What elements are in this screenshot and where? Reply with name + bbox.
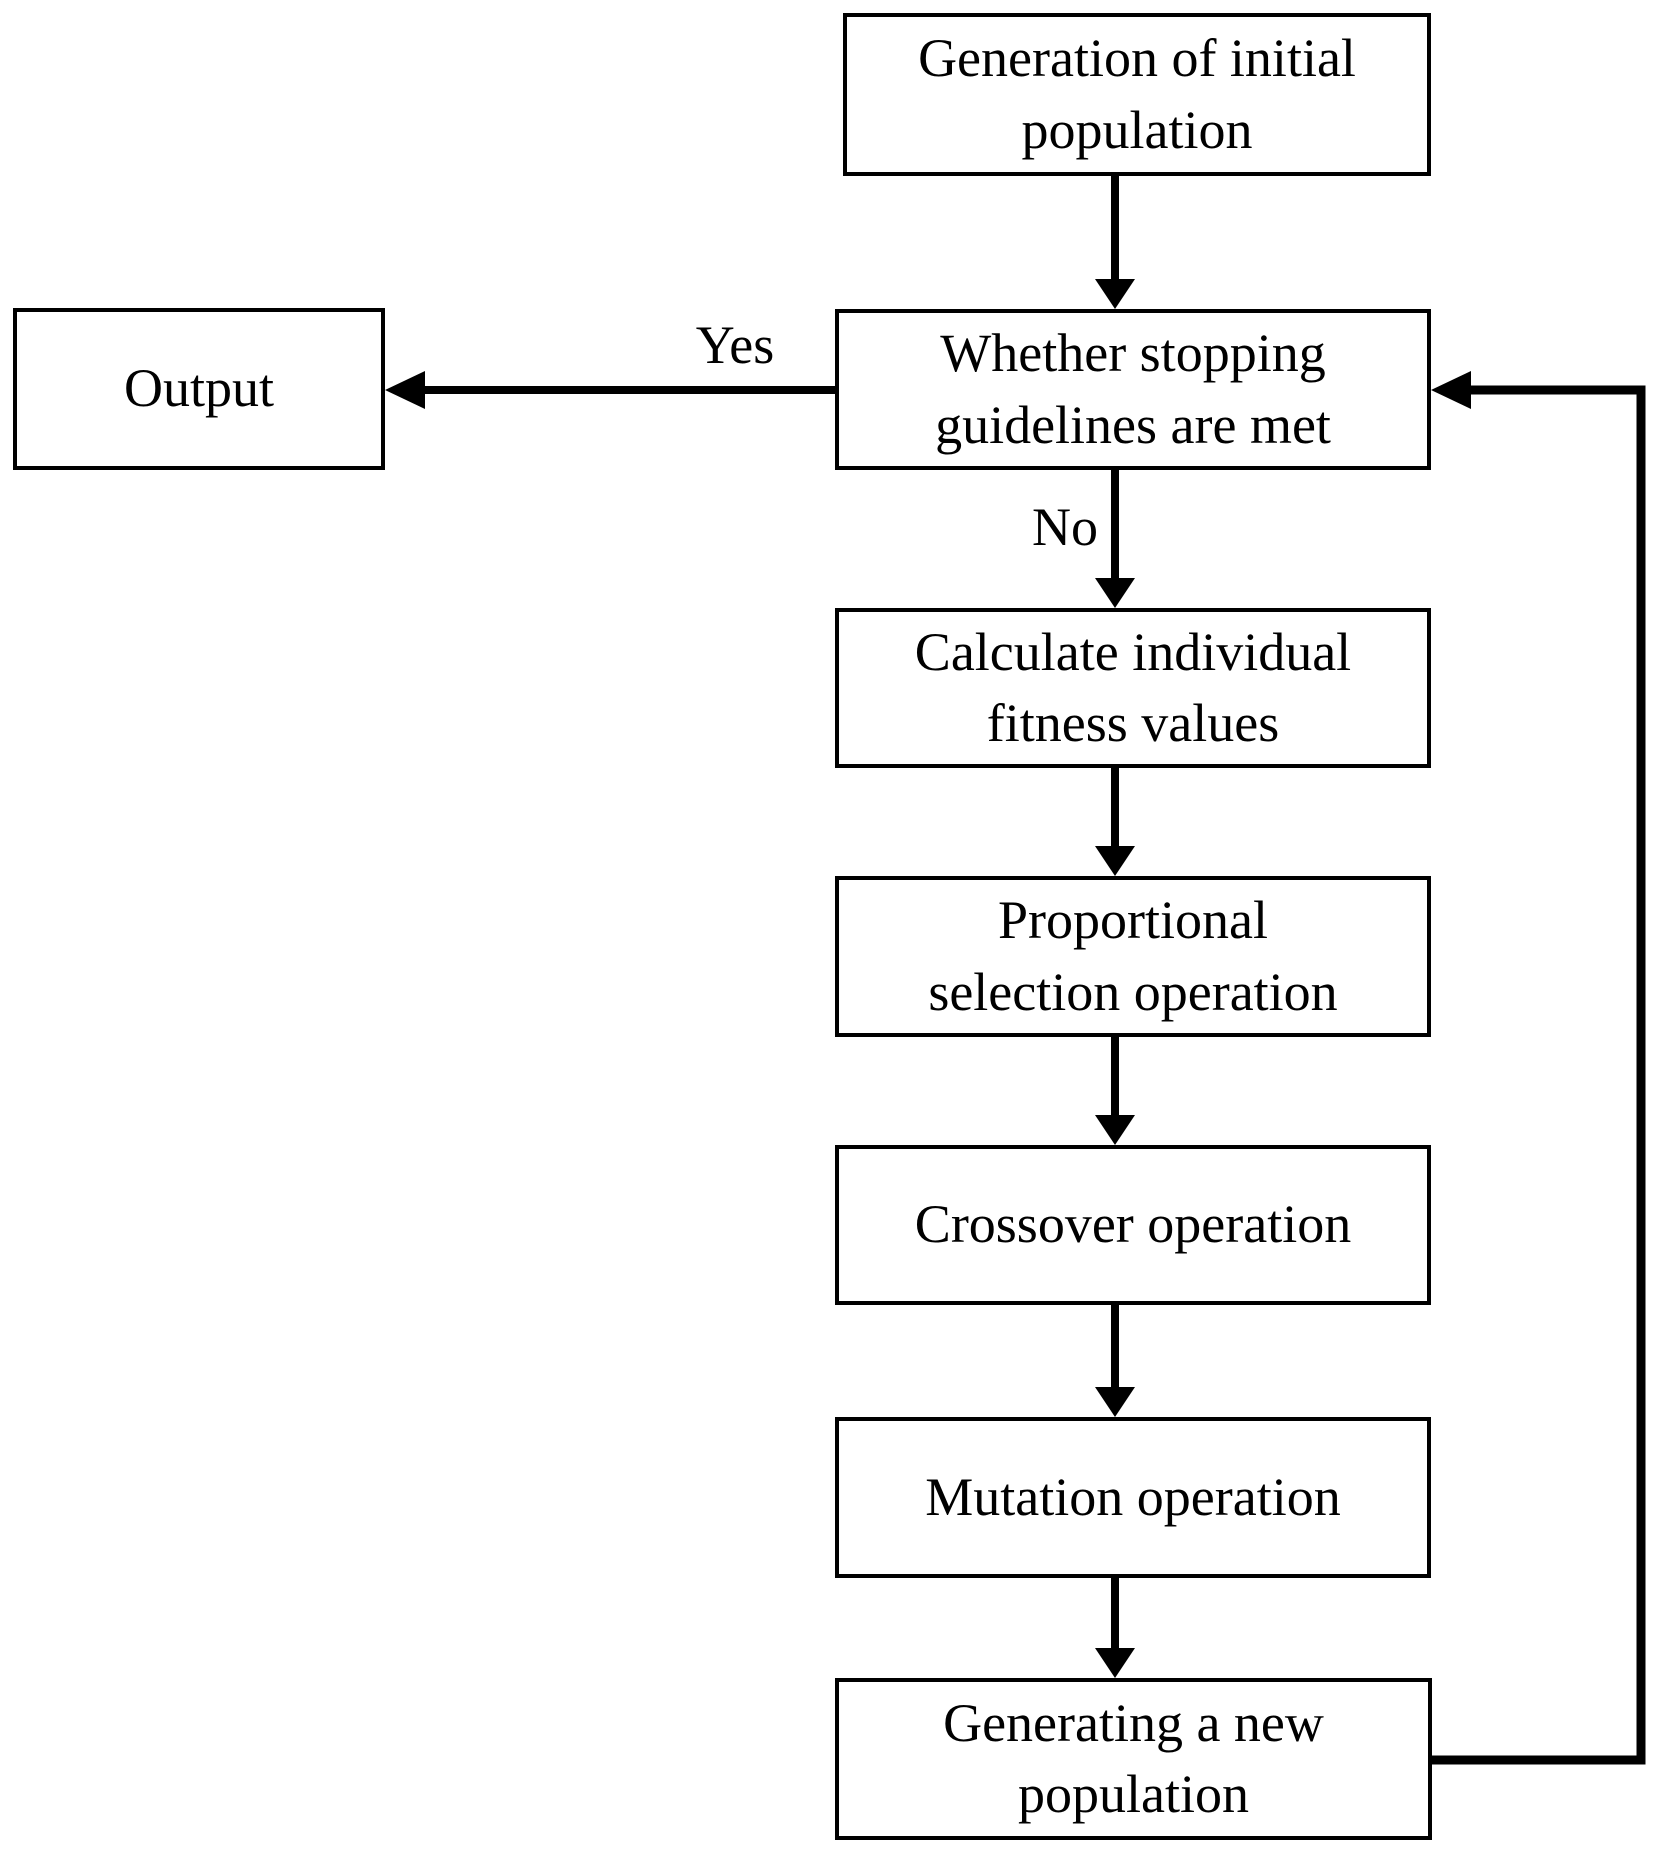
- edge-label-yes: Yes: [695, 315, 775, 375]
- connector-crossover-to-mutation: [1095, 1305, 1135, 1417]
- node-label: Mutation operation: [925, 1466, 1341, 1527]
- connector-selection-to-crossover: [1095, 1037, 1135, 1145]
- arrowhead-down-icon: [1095, 1648, 1135, 1678]
- arrowhead-down-icon: [1095, 1115, 1135, 1145]
- arrowhead-down-icon: [1095, 1387, 1135, 1417]
- node-generation-initial-population: Generation of initial population: [843, 13, 1431, 176]
- connector-mutation-to-newpop: [1095, 1578, 1135, 1678]
- node-label: Calculate individual fitness values: [914, 621, 1352, 753]
- connector-no-branch: [1095, 470, 1135, 608]
- arrowhead-down-icon: [1095, 279, 1135, 309]
- node-label: Generation of initial population: [918, 28, 1356, 160]
- node-mutation: Mutation operation: [835, 1417, 1431, 1578]
- arrowhead-left-icon: [1431, 371, 1471, 409]
- node-calculate-fitness: Calculate individual fitness values: [835, 608, 1431, 768]
- connector-fitness-to-selection: [1095, 768, 1135, 876]
- connector-yes-branch: [385, 371, 835, 409]
- arrowhead-down-icon: [1095, 578, 1135, 608]
- connector-feedback-loop: [1431, 371, 1646, 1765]
- node-label: Crossover operation: [914, 1194, 1352, 1255]
- arrowhead-left-icon: [385, 371, 425, 409]
- node-crossover: Crossover operation: [835, 1145, 1431, 1305]
- node-label: Output: [123, 358, 274, 419]
- node-output: Output: [13, 308, 385, 470]
- node-stopping-guidelines-check: Whether stopping guidelines are met: [835, 309, 1431, 470]
- node-label: Whether stopping guidelines are met: [935, 323, 1331, 455]
- edge-label-no: No: [1032, 497, 1098, 557]
- arrowhead-down-icon: [1095, 846, 1135, 876]
- node-proportional-selection: Proportional selection operation: [835, 876, 1431, 1037]
- node-generate-new-population: Generating a new population: [835, 1678, 1432, 1840]
- node-label: Generating a new population: [943, 1692, 1324, 1824]
- connector-generation-to-check: [1095, 175, 1135, 309]
- node-label: Proportional selection operation: [928, 890, 1338, 1022]
